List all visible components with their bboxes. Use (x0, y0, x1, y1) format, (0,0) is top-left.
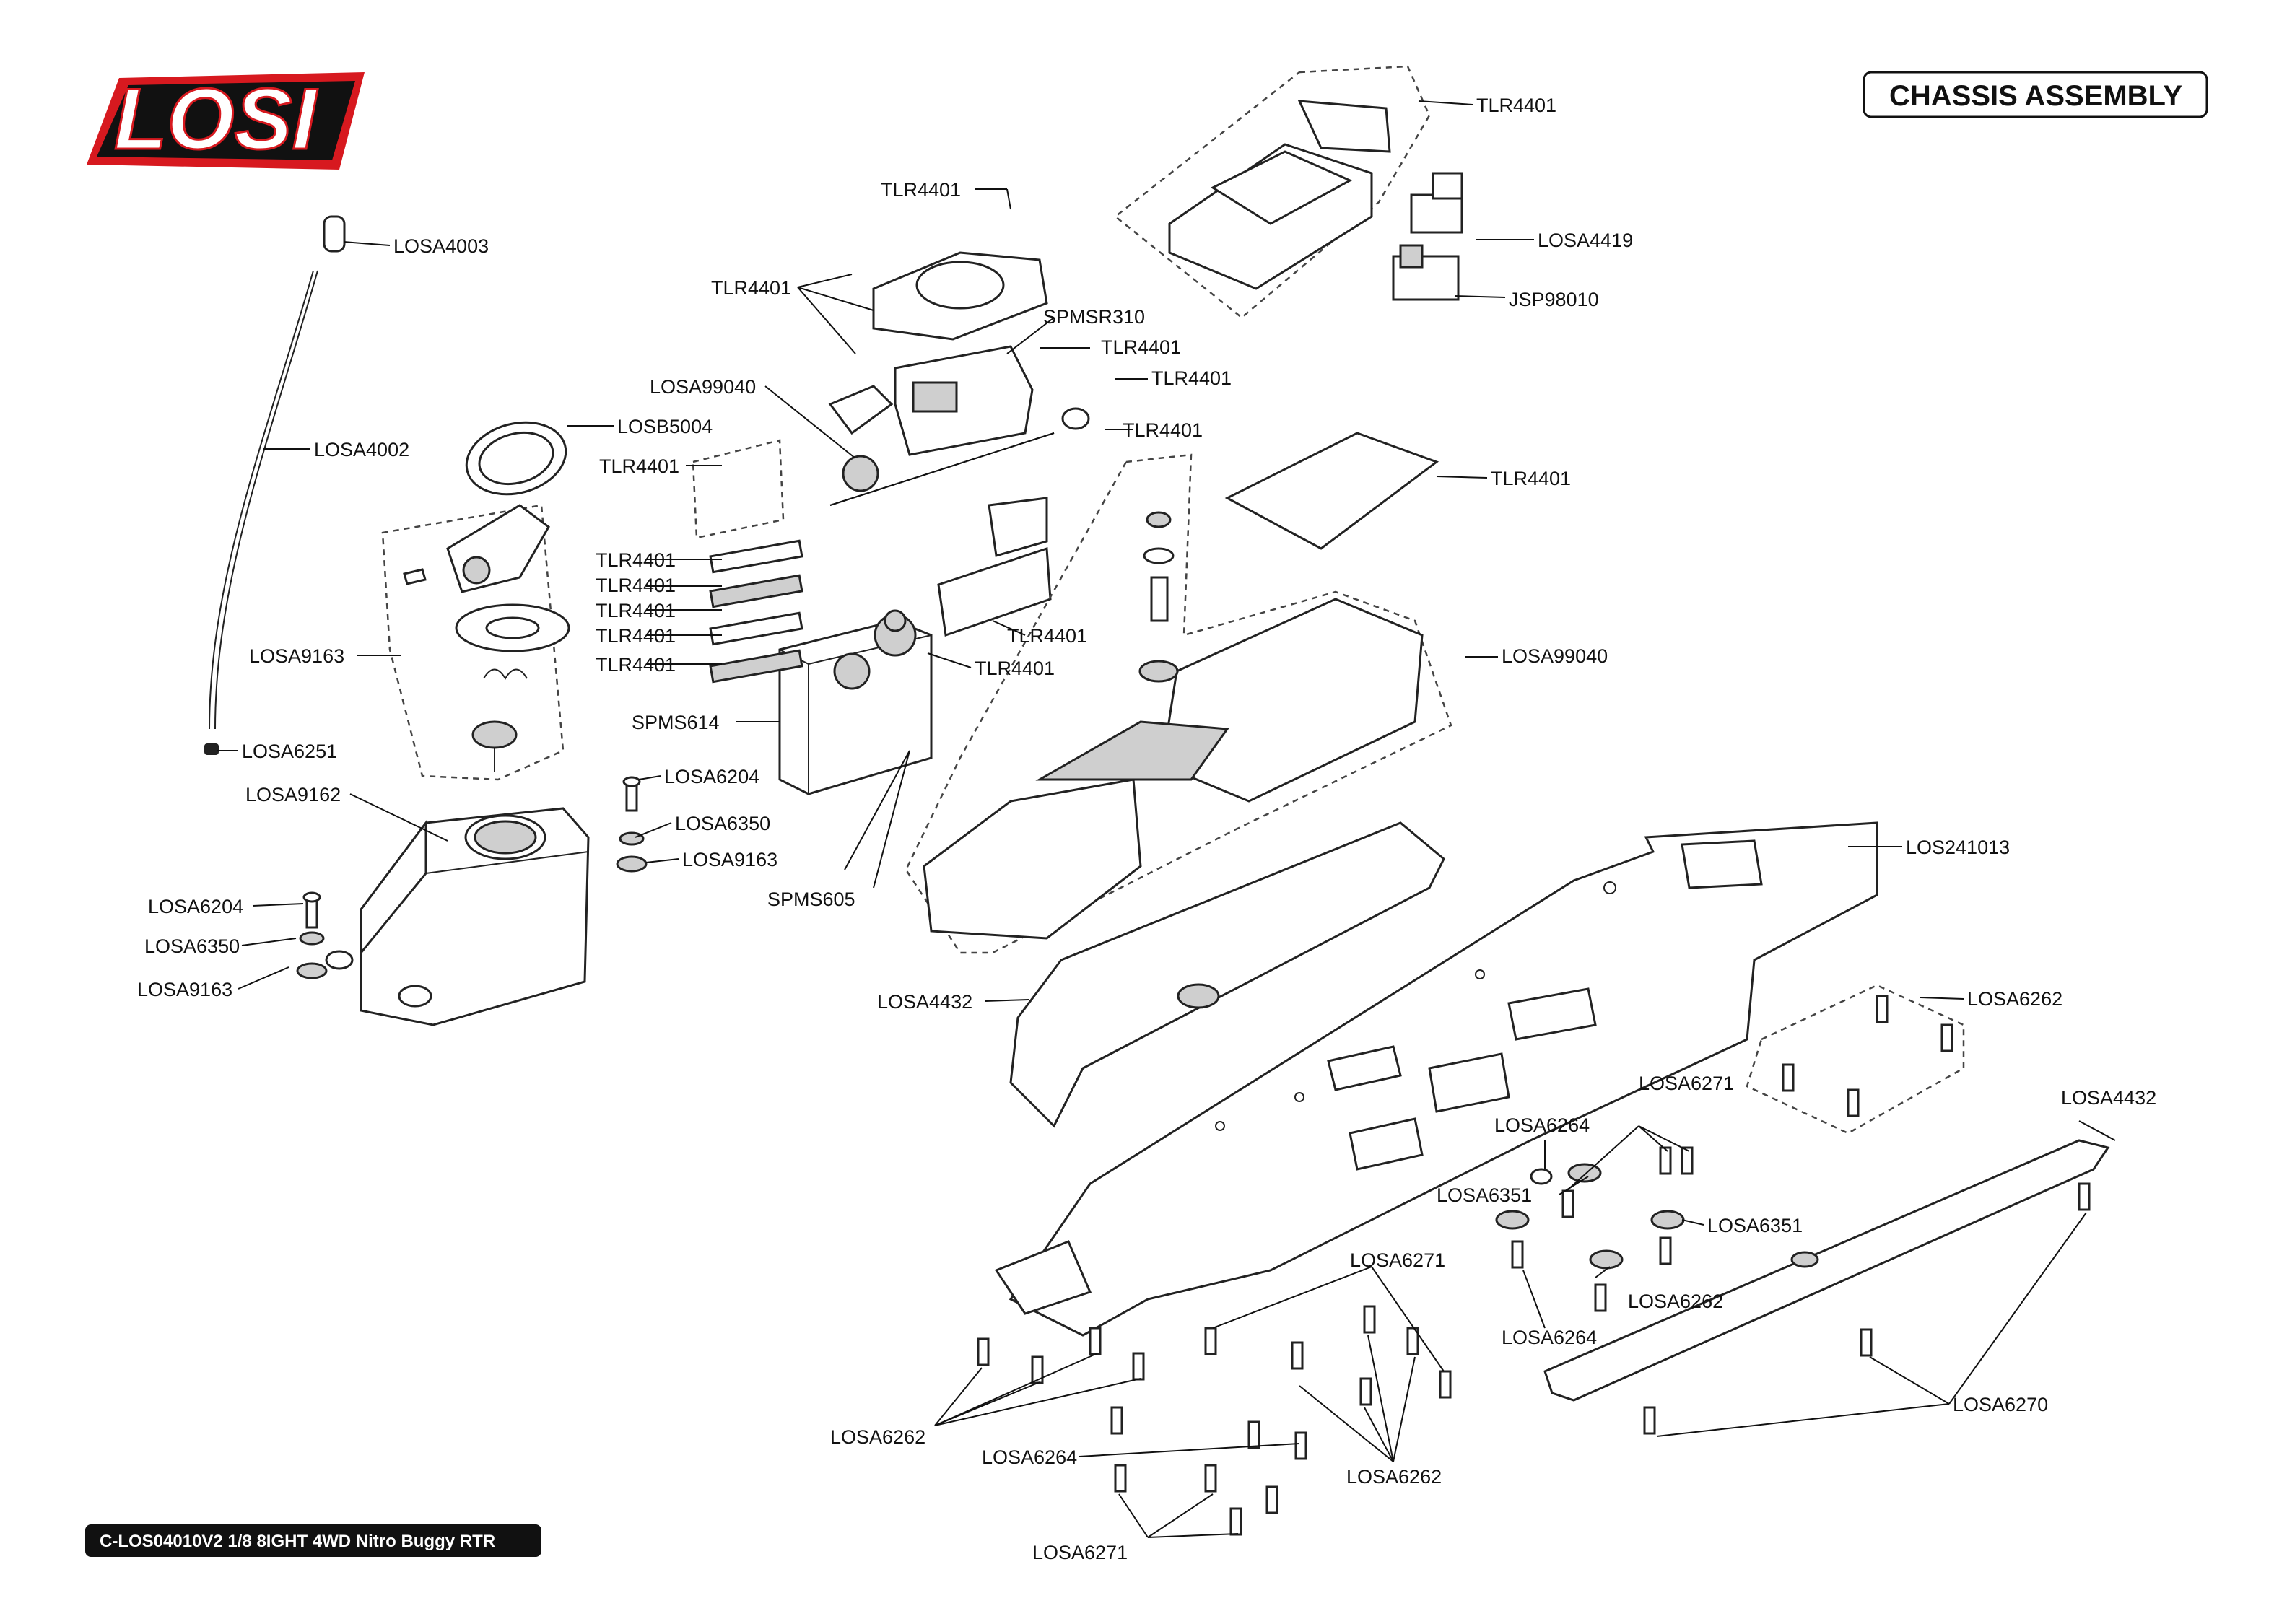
callout-label: TLR4401 (596, 654, 676, 676)
callout-label: LOSA6264 (1502, 1327, 1597, 1348)
fuel-tank-screws (296, 776, 648, 979)
footer-bar: C-LOS04010V2 1/8 8IGHT 4WD Nitro Buggy R… (85, 1524, 541, 1557)
callout-label: TLR4401 (1476, 95, 1556, 116)
battery-pad (1224, 432, 1439, 550)
fuel-lid-assembly (381, 421, 570, 781)
callout-label: SPMS614 (632, 712, 720, 733)
chassis-screws (977, 984, 2091, 1536)
callout-label: LOSA9163 (137, 979, 232, 1000)
callout-label: TLR4401 (599, 455, 679, 477)
footer-text: C-LOS04010V2 1/8 8IGHT 4WD Nitro Buggy R… (100, 1532, 495, 1551)
logo-wordmark: LOSI (114, 71, 318, 167)
callout-label: LOSA6204 (664, 766, 759, 787)
callout-label: TLR4401 (596, 549, 676, 571)
callout-label: LOSA6262 (1346, 1466, 1442, 1488)
callout-label: TLR4401 (1007, 625, 1087, 647)
callout-label: TLR4401 (1491, 468, 1571, 489)
callout-label: LOSA6251 (242, 741, 337, 762)
callout-label: LOSA6351 (1437, 1184, 1532, 1206)
chassis-plate (994, 821, 1878, 1337)
callout-label: TLR4401 (975, 658, 1055, 679)
callout-label: LOSA6350 (675, 813, 770, 834)
callout-label: LOSB5004 (617, 416, 713, 437)
callout-label: LOSA4432 (877, 991, 972, 1013)
callout-label: TLR4401 (596, 625, 676, 647)
radio-tray (905, 453, 1452, 954)
callout-label: LOSA4419 (1538, 230, 1633, 251)
callout-label: LOSA6264 (1494, 1114, 1590, 1136)
callout-labels: TLR4401 LOSA4419 JSP98010 TLR4401 TLR440… (137, 95, 2156, 1563)
callout-label: LOSA6350 (144, 935, 240, 957)
losi-logo: LOSI (87, 70, 365, 170)
callout-label: LOSA6271 (1350, 1249, 1445, 1271)
callout-label: LOSA99040 (650, 376, 756, 398)
callout-label: SPMS605 (767, 889, 855, 910)
chassis-brace-left (1009, 821, 1445, 1128)
callout-label: LOSA6351 (1707, 1215, 1803, 1236)
callout-label: LOS241013 (1906, 837, 2010, 858)
chassis-brace-right (1543, 1139, 2110, 1402)
callout-label: TLR4401 (1151, 367, 1232, 389)
callout-label: LOSA4432 (2061, 1087, 2156, 1109)
callout-label: LOSA9163 (249, 645, 344, 667)
callout-label: TLR4401 (596, 575, 676, 596)
callout-label: LOSA6270 (1953, 1394, 2048, 1415)
callout-label: LOSA6204 (148, 896, 243, 917)
callout-label: TLR4401 (1101, 336, 1181, 358)
servos (778, 407, 1090, 795)
center-standoff (1138, 511, 1179, 683)
callout-label: LOSA6271 (1639, 1073, 1734, 1094)
callout-label: LOSA4003 (393, 235, 489, 257)
antenna-tube (204, 215, 346, 755)
receiver-box (828, 251, 1048, 492)
callout-label: LOSA6262 (1628, 1291, 1723, 1312)
callout-label: LOSA6264 (982, 1446, 1077, 1468)
callout-label: TLR4401 (711, 277, 791, 299)
callout-label: LOSA6271 (1032, 1542, 1128, 1563)
callout-label: LOSA4002 (314, 439, 409, 460)
receiver-cover (1113, 65, 1463, 319)
callout-label: LOSA6262 (1967, 988, 2062, 1010)
servo-mount-plates (692, 439, 1052, 684)
callout-label: LOSA99040 (1502, 645, 1608, 667)
callout-label: LOSA6262 (830, 1426, 925, 1448)
callout-label: TLR4401 (881, 179, 961, 201)
page-title: CHASSIS ASSEMBLY (1889, 80, 2182, 112)
fuel-tank (325, 807, 590, 1026)
callout-label: LOSA9162 (245, 784, 341, 806)
leader-lines (217, 100, 2116, 1538)
callout-label: SPMSR310 (1043, 306, 1145, 328)
callout-label: TLR4401 (1123, 419, 1203, 441)
callout-label: LOSA9163 (682, 849, 777, 870)
title-box: CHASSIS ASSEMBLY (1863, 71, 2208, 118)
callout-label: JSP98010 (1509, 289, 1599, 310)
callout-label: TLR4401 (596, 600, 676, 621)
